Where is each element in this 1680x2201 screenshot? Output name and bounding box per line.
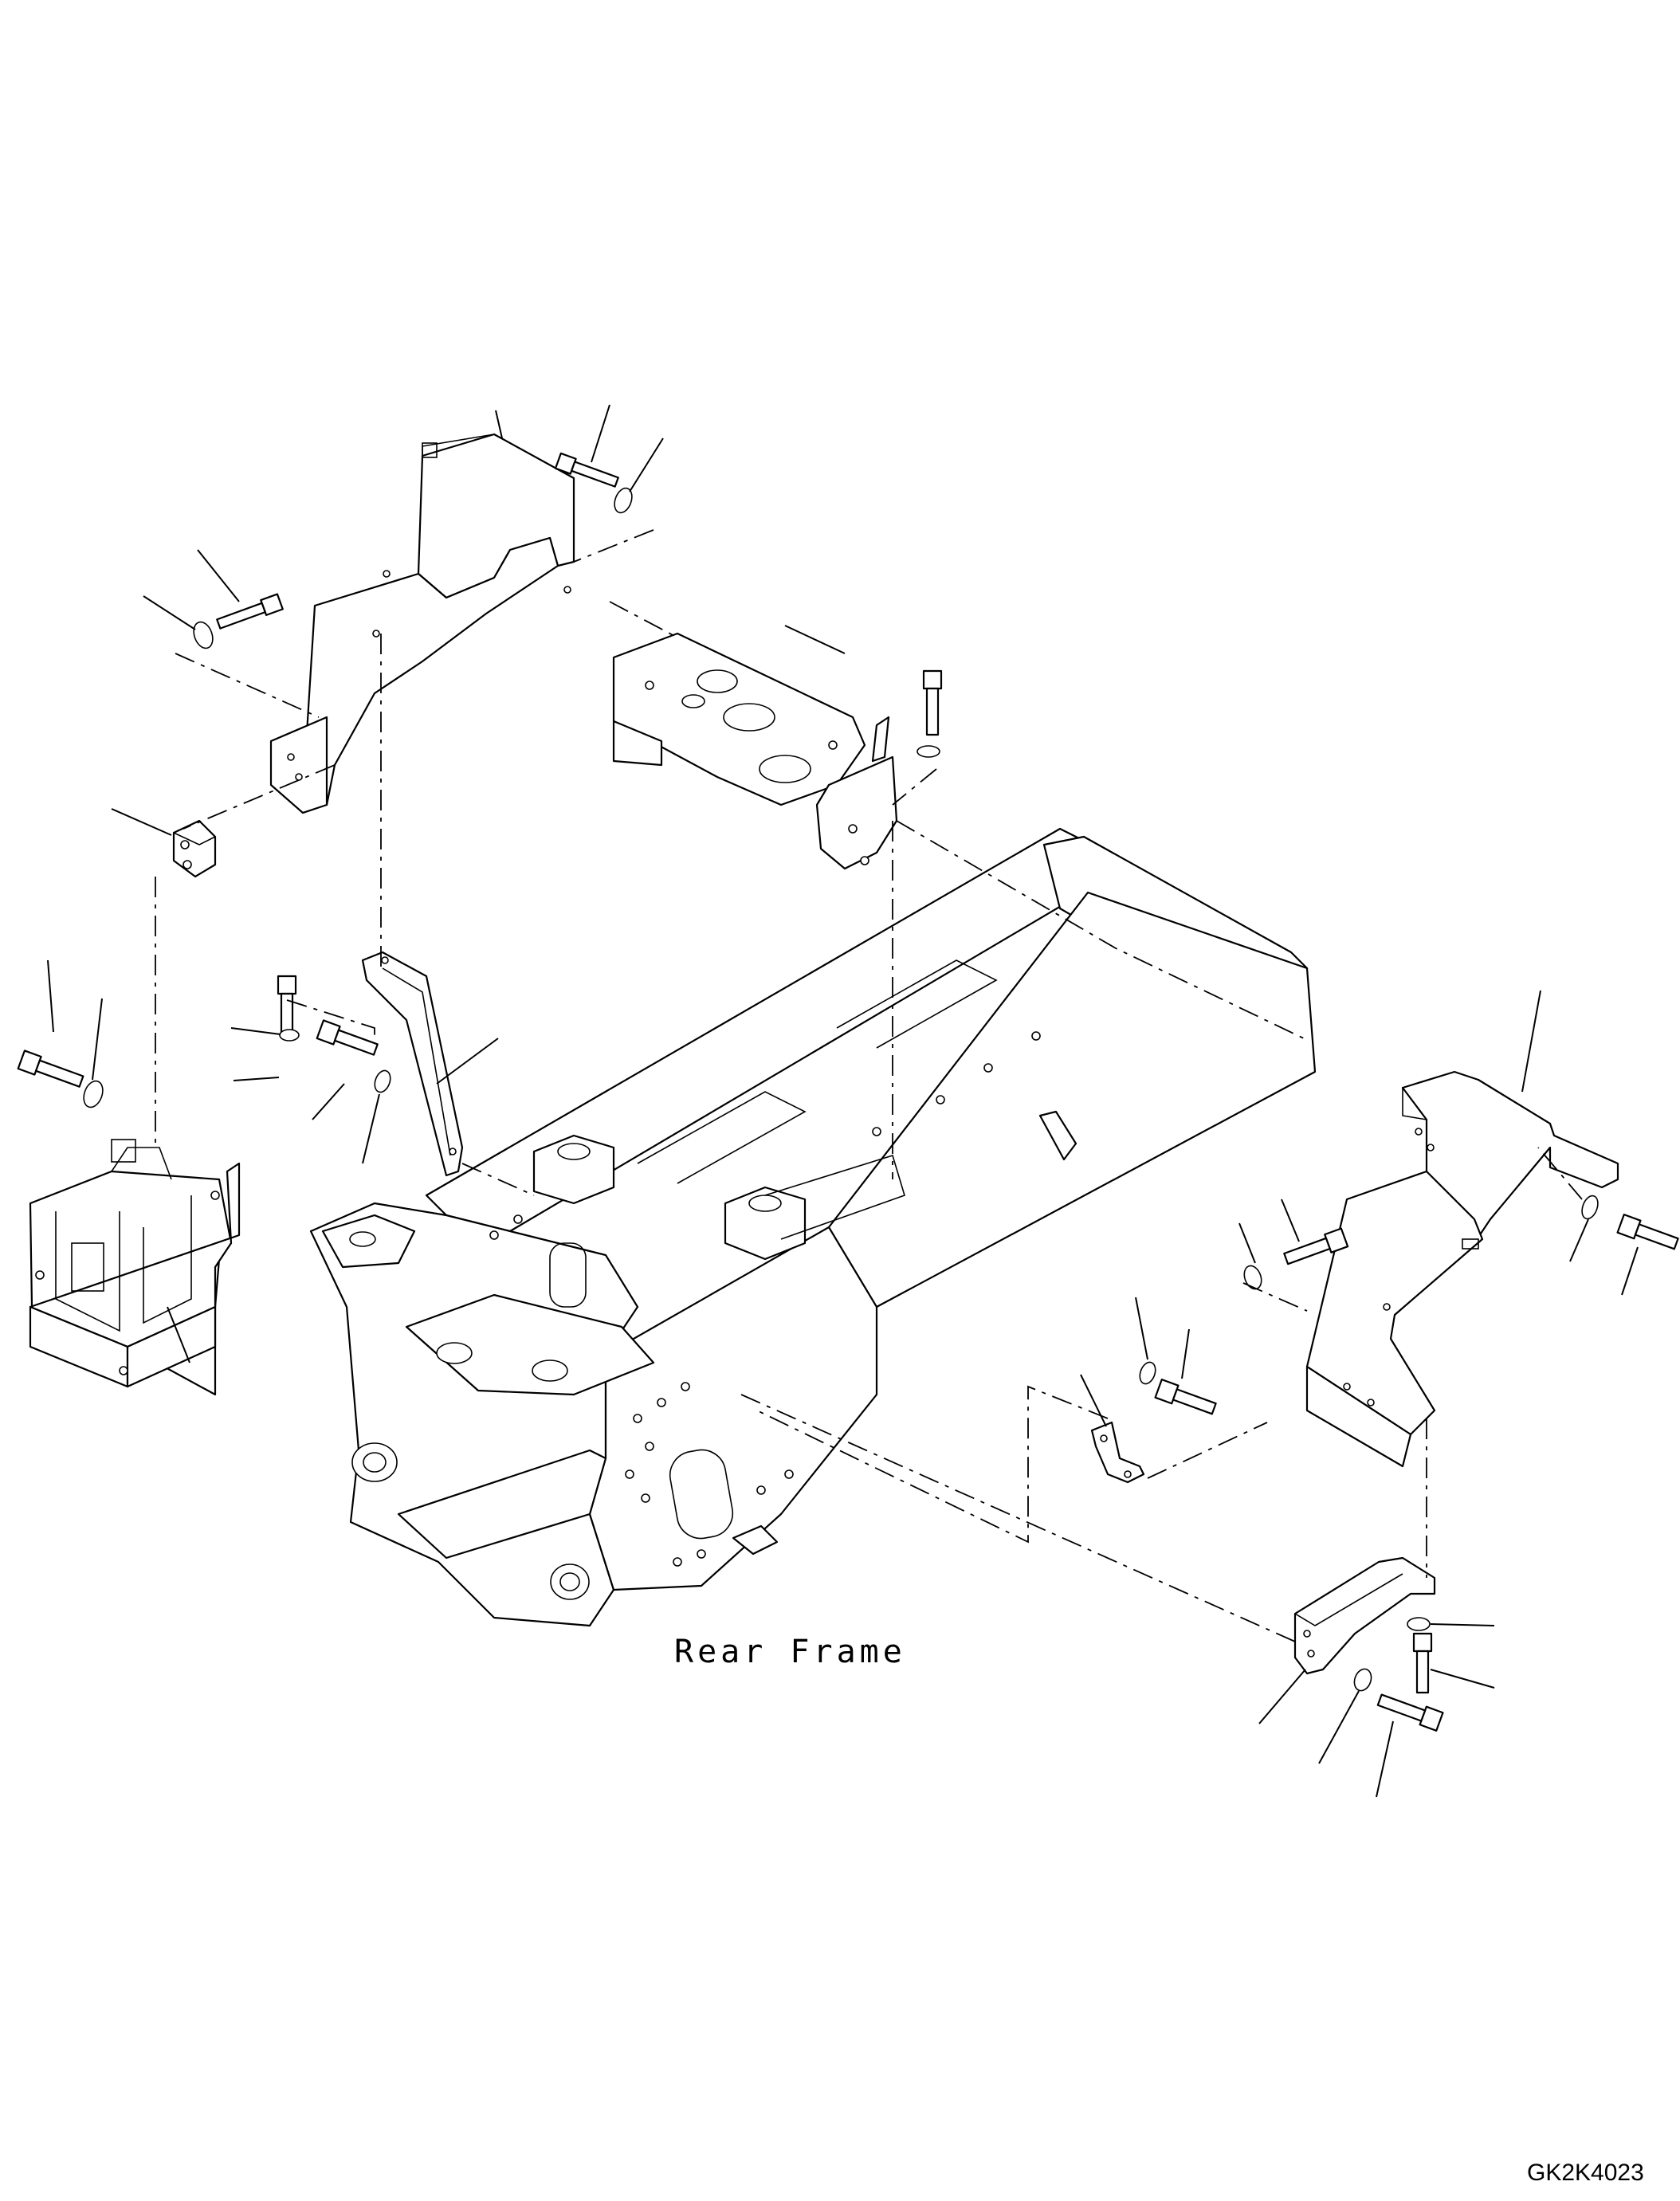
upper-left-fender-cover [269,433,575,814]
bolt-icon [1616,1214,1679,1250]
bolt-icon [316,1019,379,1056]
bolt-icon [554,452,619,488]
right-small-bracket [1090,1421,1145,1484]
right-lower-bracket [1293,1556,1436,1675]
left-front-bracket [172,819,217,878]
bolt-icon [216,593,284,630]
rear-frame [309,827,1317,1627]
assembly-lines [155,529,1583,1642]
leader-lines [47,404,1639,1798]
washer-icon [1139,1361,1156,1385]
washer-icon [917,745,940,758]
frame-bolt-holes [489,1031,1041,1567]
washer-icon [193,621,214,649]
bolt-icon [1154,1379,1217,1415]
washer-icon [1407,1617,1431,1631]
bolt-icon [17,1049,84,1088]
frame-label: Rear Frame [674,1634,906,1670]
bolt-icon [1412,1632,1433,1694]
washers [83,487,1599,1692]
washer-icon [83,1080,104,1108]
center-mounting-plate [612,632,898,870]
washer-icon [279,1029,300,1042]
washer-icon [614,487,633,514]
left-battery-box [29,1139,241,1396]
washer-icon [1581,1195,1599,1220]
right-fender-cover [1305,1070,1619,1468]
bolt-icon [1376,1693,1444,1732]
washer-icon [374,1069,391,1093]
bolt-icon [922,669,943,736]
washer-icon [1353,1668,1372,1692]
bolt-icon [277,975,297,1037]
drawing-number: GK2K4023 [1527,2160,1644,2186]
bolt-icon [1283,1227,1349,1265]
bolts [17,452,1679,1732]
left-rear-support-bracket [361,951,464,1177]
